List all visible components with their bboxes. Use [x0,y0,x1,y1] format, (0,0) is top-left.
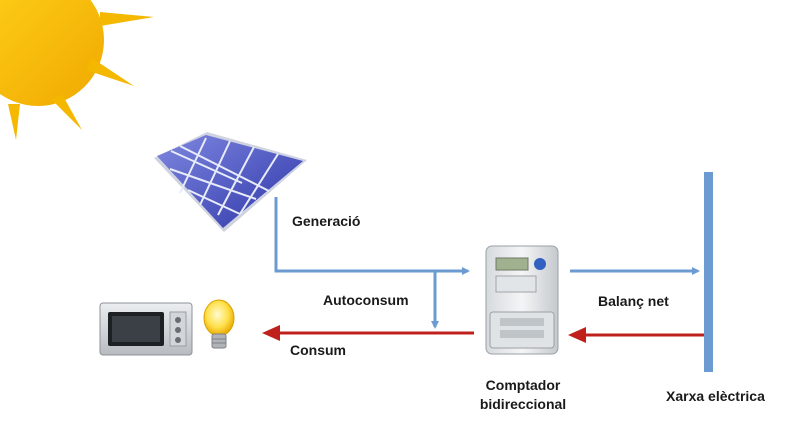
meter-label-line1: Comptador [485,377,561,393]
grid-import-arrowhead [568,327,586,343]
power-grid-icon [704,172,713,372]
microwave-icon [99,302,193,356]
self-consumption-label: Autoconsum [323,292,409,308]
sun-icon [0,0,154,140]
generation-label: Generació [292,213,361,229]
light-bulb-icon [203,299,235,349]
consumption-label: Consum [290,342,346,358]
consumption-arrowhead [262,325,280,341]
grid-label: Xarxa elèctrica [666,388,765,404]
solar-panel-icon [154,132,307,232]
generation-flow-line [274,197,470,275]
net-balance-label: Balanç net [598,293,669,309]
bidirectional-meter-icon [485,245,559,355]
meter-label: Comptador bidireccional [460,376,586,414]
meter-label-line2: bidireccional [479,396,567,412]
